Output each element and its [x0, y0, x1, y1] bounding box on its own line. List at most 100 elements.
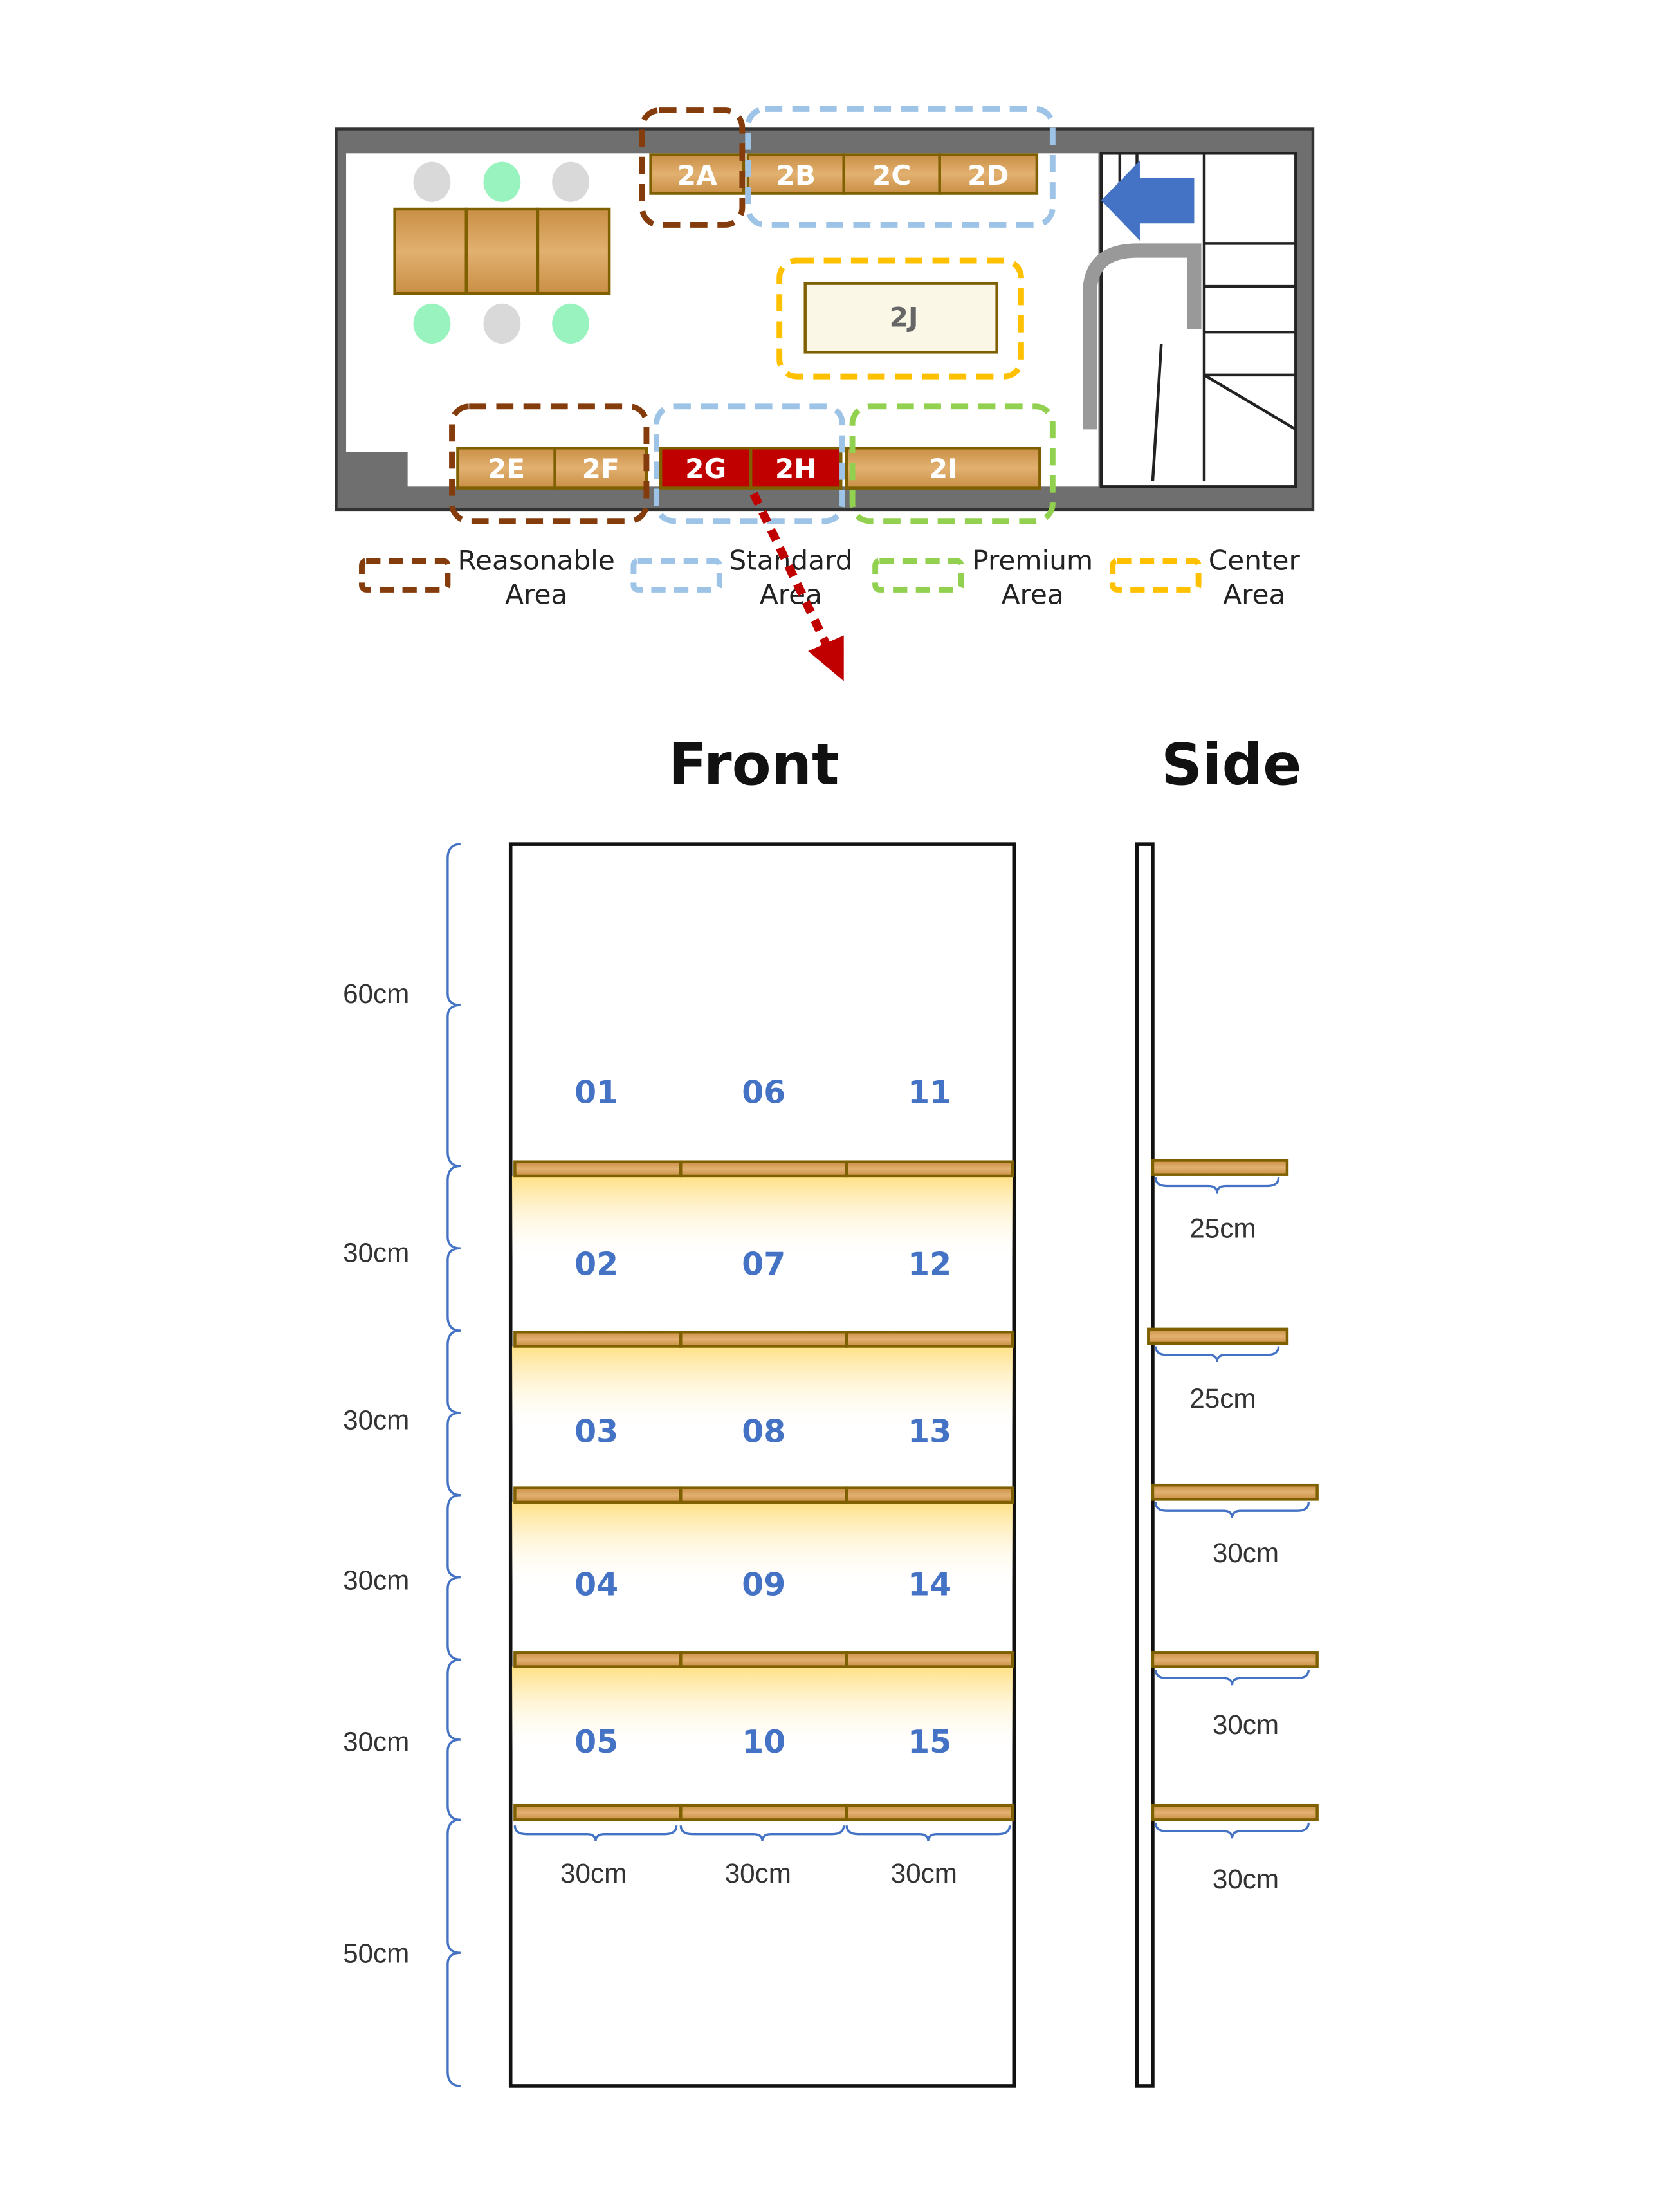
table: [393, 207, 611, 295]
front-shelf-board[interactable]: [513, 1803, 683, 1821]
front-shelf-board[interactable]: [679, 1331, 848, 1348]
front-shelf-board[interactable]: [845, 1160, 1014, 1178]
depth-dimension: 30cm: [1213, 1864, 1279, 1894]
standard-area-top: [745, 106, 1056, 228]
height-brace: [446, 1494, 461, 1661]
width-brace: [845, 1825, 1011, 1841]
slot-number: 05: [574, 1724, 618, 1760]
slot-number: 10: [742, 1724, 785, 1760]
slot-number: 13: [908, 1413, 951, 1450]
shelf-light-glow: [511, 1346, 1013, 1432]
shelf-2g[interactable]: [659, 447, 753, 490]
shelf-2c[interactable]: [842, 153, 941, 195]
premium-area: [849, 403, 1056, 524]
front-shelf-board[interactable]: [513, 1486, 683, 1504]
shelf-light-glow: [511, 1666, 1013, 1753]
slot-number: 12: [908, 1246, 951, 1282]
height-dimension: 50cm: [343, 1939, 409, 1969]
shelf-2d[interactable]: [938, 153, 1039, 195]
height-dimension: 60cm: [343, 979, 409, 1009]
side-shelf-board[interactable]: [1151, 1483, 1319, 1501]
shelf-2a[interactable]: [649, 153, 746, 195]
front-shelf-board[interactable]: [679, 1486, 848, 1504]
legend-swatch: [1110, 558, 1202, 593]
legend-swatch: [872, 558, 964, 593]
shelf-label: 2C: [872, 160, 911, 191]
front-shelf-board[interactable]: [845, 1803, 1014, 1821]
shelf-2i[interactable]: [845, 447, 1041, 490]
legend: ReasonableAreaStandardAreaPremiumAreaCen…: [359, 544, 1301, 611]
pointer-arrowhead-icon: [808, 635, 844, 681]
shelf-2h[interactable]: [749, 447, 843, 490]
depth-dimension: 30cm: [1213, 1538, 1279, 1568]
slot-number: 09: [742, 1566, 785, 1603]
shelf-label: 2F: [582, 453, 619, 484]
chair: [483, 303, 521, 344]
width-dimension: 30cm: [560, 1858, 627, 1888]
height-brace: [446, 843, 461, 1168]
height-dimension: 30cm: [343, 1405, 409, 1435]
height-brace: [446, 1165, 461, 1332]
front-shelf-board[interactable]: [845, 1331, 1014, 1348]
legend-label: Reasonable: [458, 544, 615, 576]
slot-number: 07: [742, 1246, 785, 1282]
shelf-label: 2I: [929, 453, 958, 484]
table-panel[interactable]: [464, 207, 540, 295]
chair: [413, 161, 451, 202]
reasonable-area-bottom: [449, 403, 650, 524]
height-dimension: 30cm: [343, 1727, 409, 1757]
shelf-label: 2G: [685, 453, 726, 484]
shelf-2f[interactable]: [553, 447, 648, 490]
chair: [483, 161, 521, 202]
shelf-light-glow: [511, 1175, 1013, 1262]
front-cabinet: [508, 842, 1016, 2088]
front-shelf-board[interactable]: [845, 1651, 1014, 1668]
front-shelf-board[interactable]: [679, 1160, 848, 1178]
slot-number: 08: [742, 1413, 785, 1450]
shelf-label: 2H: [775, 453, 817, 484]
height-dimension: 30cm: [343, 1565, 409, 1595]
slot-number: 04: [574, 1566, 618, 1603]
depth-brace: [1154, 1346, 1280, 1363]
entrance-arrow-icon: [1101, 160, 1195, 241]
stairs: [1083, 153, 1297, 481]
front-shelf-board[interactable]: [845, 1486, 1014, 1504]
center-shelf-2j[interactable]: [803, 282, 998, 354]
front-shelf-board[interactable]: [513, 1160, 683, 1178]
front-shelf-board[interactable]: [513, 1331, 683, 1348]
chairs: [413, 161, 589, 344]
shelf-label: 2B: [776, 160, 816, 191]
table-panel[interactable]: [536, 207, 611, 295]
side-shelf-board[interactable]: [1151, 1651, 1319, 1668]
width-brace: [679, 1825, 845, 1841]
legend-label: Area: [1223, 579, 1285, 611]
legend-swatch: [359, 558, 451, 593]
pointer-arrow: [749, 492, 834, 653]
front-shelf-board[interactable]: [513, 1651, 683, 1668]
reasonable-area-top: [639, 107, 746, 228]
side-shelf-board[interactable]: [1147, 1327, 1289, 1345]
slot-number: 06: [742, 1074, 785, 1111]
height-dimension: 30cm: [343, 1237, 409, 1267]
table-panel[interactable]: [393, 207, 468, 295]
chair: [552, 303, 589, 344]
slot-number: 14: [908, 1566, 951, 1603]
side-shelf-board[interactable]: [1151, 1159, 1289, 1176]
depth-brace: [1154, 1177, 1280, 1194]
shelf-2e[interactable]: [456, 447, 556, 490]
slot-number: 01: [574, 1074, 618, 1111]
legend-label: Area: [505, 579, 567, 611]
side-shelf-board[interactable]: [1151, 1803, 1319, 1821]
front-shelf-board[interactable]: [679, 1651, 848, 1668]
slot-number: 11: [908, 1074, 951, 1111]
depth-dimension: 25cm: [1189, 1383, 1256, 1414]
depth-dimension: 25cm: [1189, 1213, 1256, 1244]
front-view: 01020304050607080910111213141560cm30cm30…: [343, 842, 1016, 2088]
front-shelf-board[interactable]: [679, 1803, 848, 1821]
legend-swatch: [630, 558, 722, 593]
chair: [413, 303, 451, 344]
